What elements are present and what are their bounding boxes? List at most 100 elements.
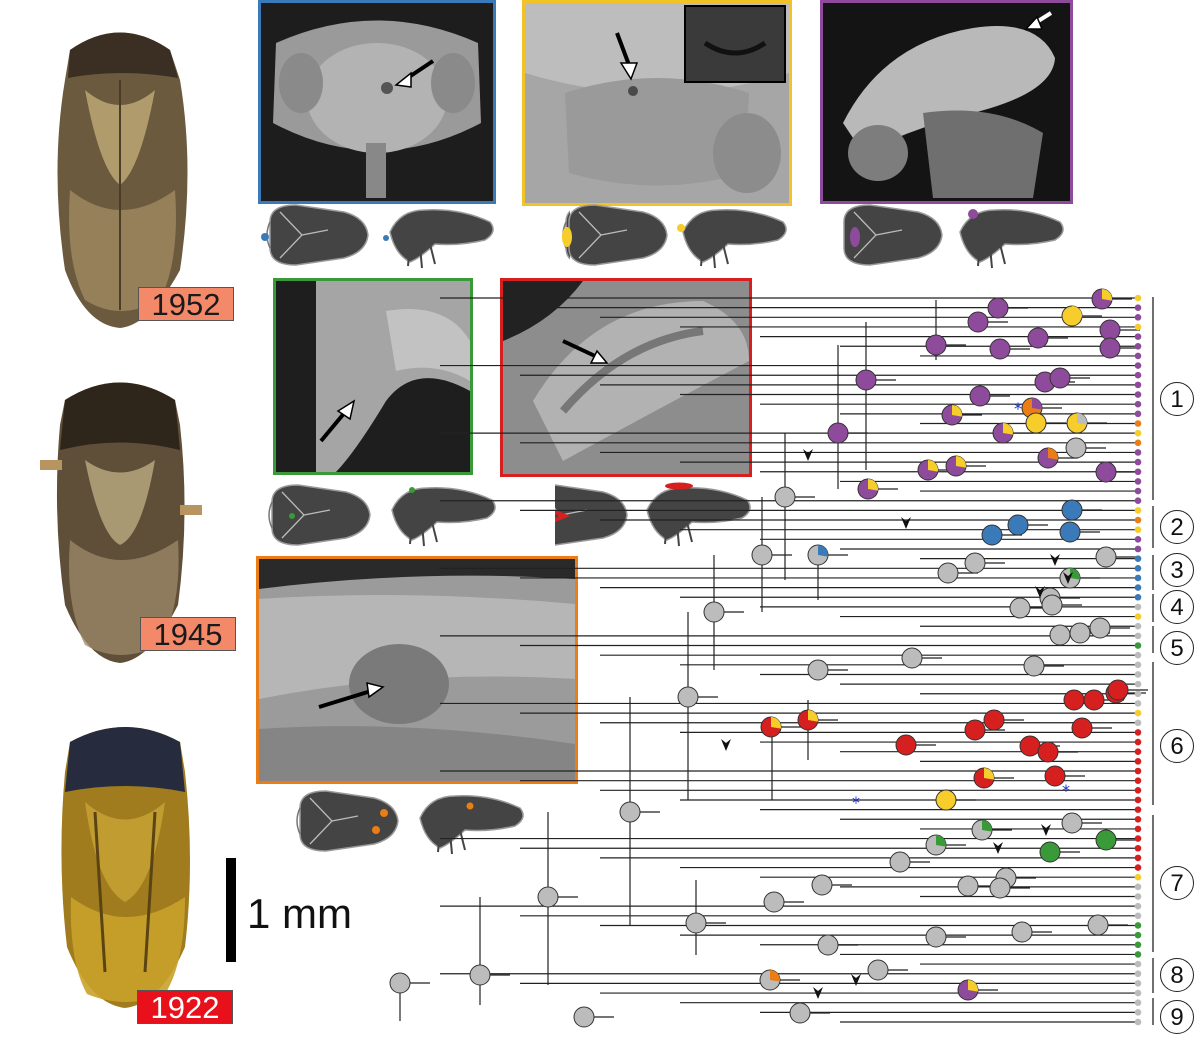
ancestral-state-slice [818, 545, 828, 557]
ancestral-state-node [1083, 689, 1105, 711]
clade-number-label: 8 [1160, 958, 1194, 992]
ancestral-state-node [1069, 622, 1091, 644]
shift-arrowhead [1063, 572, 1073, 584]
ancestral-state-node [967, 311, 989, 333]
tip-state-dot [1134, 748, 1142, 756]
tip-state-dot [1134, 680, 1142, 688]
ancestral-state-node [1095, 461, 1117, 483]
ancestral-state-node [619, 801, 641, 823]
sem-panel-blue [258, 0, 496, 204]
tip-state-dot [1134, 989, 1142, 997]
ancestral-state-node [925, 334, 947, 356]
sem-panel-orange [256, 556, 578, 784]
tip-state-dot [1134, 806, 1142, 813]
ancestral-state-node [989, 877, 1011, 899]
tip-state-dot [1134, 719, 1142, 727]
shift-arrowhead [813, 987, 823, 999]
ancestral-state-node [1061, 499, 1083, 521]
ancestral-state-node [469, 964, 491, 986]
tip-state-dot [1134, 787, 1142, 794]
ancestral-state-node [789, 1002, 811, 1024]
trait-location-schematics [261, 204, 570, 855]
specimen-year-label: 1922 [137, 990, 233, 1025]
ancestral-state-node [1061, 812, 1083, 834]
tip-state-dot [1134, 458, 1142, 466]
tip-state-dot [1134, 1018, 1142, 1026]
ancestral-state-node [537, 886, 559, 908]
ancestral-state-node [677, 686, 699, 708]
ancestral-state-node [901, 647, 923, 669]
ancestral-state-node [969, 385, 991, 407]
tip-state-dot [1134, 381, 1142, 389]
ancestral-state-node [1019, 735, 1041, 757]
ancestral-state-node [811, 874, 833, 896]
tip-state-dot [1134, 709, 1142, 717]
scale-bar [226, 858, 236, 962]
ancestral-state-node [1011, 921, 1033, 943]
tip-state-dot [1134, 893, 1142, 900]
tip-state-dot [1134, 661, 1142, 669]
clade-number-label: 5 [1160, 631, 1194, 665]
ancestral-state-node [1009, 597, 1031, 619]
sem-panel-yellow [522, 0, 792, 206]
tip-state-dot [1134, 777, 1142, 784]
tip-state-dot [1134, 651, 1142, 659]
ancestral-state-node [703, 601, 725, 623]
ancestral-state-slice [1077, 413, 1087, 425]
tip-state-dot [1134, 314, 1142, 321]
clade-number-label: 2 [1160, 510, 1194, 544]
tip-state-dot [1134, 304, 1142, 311]
ancestral-state-node [964, 552, 986, 574]
tip-state-dot [1134, 526, 1142, 533]
sem-panel-red [500, 278, 752, 477]
clade-number-label: 4 [1160, 590, 1194, 624]
tip-state-dot [1134, 767, 1142, 775]
ancestral-state-slice [928, 460, 939, 472]
shift-arrowhead [901, 517, 911, 529]
ancestral-state-slice [1003, 423, 1014, 435]
sem-panel-purple [820, 0, 1073, 204]
tip-state-dot [1134, 342, 1142, 350]
ancestral-state-node [855, 369, 877, 391]
ancestral-state-node [763, 891, 785, 913]
tip-state-dot [1134, 584, 1142, 591]
tip-state-dot [1134, 468, 1142, 476]
ancestral-state-slice [1070, 568, 1080, 580]
tip-state-dot [1134, 902, 1142, 910]
ancestral-state-node [937, 562, 959, 584]
ancestral-state-node [774, 486, 796, 508]
tip-state-dot [1134, 999, 1142, 1006]
tip-state-dot [1134, 593, 1142, 601]
tip-state-dot [1134, 815, 1142, 823]
tip-state-dot [1134, 536, 1142, 543]
ancestral-state-node [1059, 521, 1081, 543]
ancestral-state-node [1095, 829, 1117, 851]
ancestral-state-slice [936, 835, 946, 847]
ancestral-state-slice [952, 405, 963, 417]
specimen-photo-1952 [30, 10, 210, 330]
ancestral-state-node [1065, 437, 1087, 459]
ancestral-state-node [935, 789, 957, 811]
ancestral-state-slice [968, 979, 978, 992]
ancestral-state-node [1099, 337, 1121, 359]
trait-location-schematics-b [555, 204, 1065, 547]
tip-state-dot [1134, 323, 1142, 331]
ancestral-state-node [889, 851, 911, 873]
tip-state-dot [1134, 690, 1142, 698]
ancestral-state-node [1025, 412, 1047, 434]
ancestral-state-node [925, 926, 947, 948]
ancestral-state-node [827, 422, 849, 444]
tip-state-dot [1134, 922, 1142, 929]
tip-state-dot [1134, 1009, 1142, 1016]
ancestral-state-slice [982, 820, 993, 832]
ancestral-state-node [1049, 367, 1071, 389]
clade-number-label: 9 [1160, 1000, 1194, 1034]
ancestral-state-node [1007, 514, 1029, 536]
clade-number-label: 6 [1160, 729, 1194, 763]
specimen-year-label: 1945 [140, 617, 236, 652]
tip-state-dot [1134, 844, 1142, 852]
tip-state-dot [1134, 449, 1142, 456]
tip-state-dot [1134, 294, 1142, 302]
tip-state-dot [1134, 400, 1142, 408]
tip-state-dot [1134, 883, 1142, 891]
